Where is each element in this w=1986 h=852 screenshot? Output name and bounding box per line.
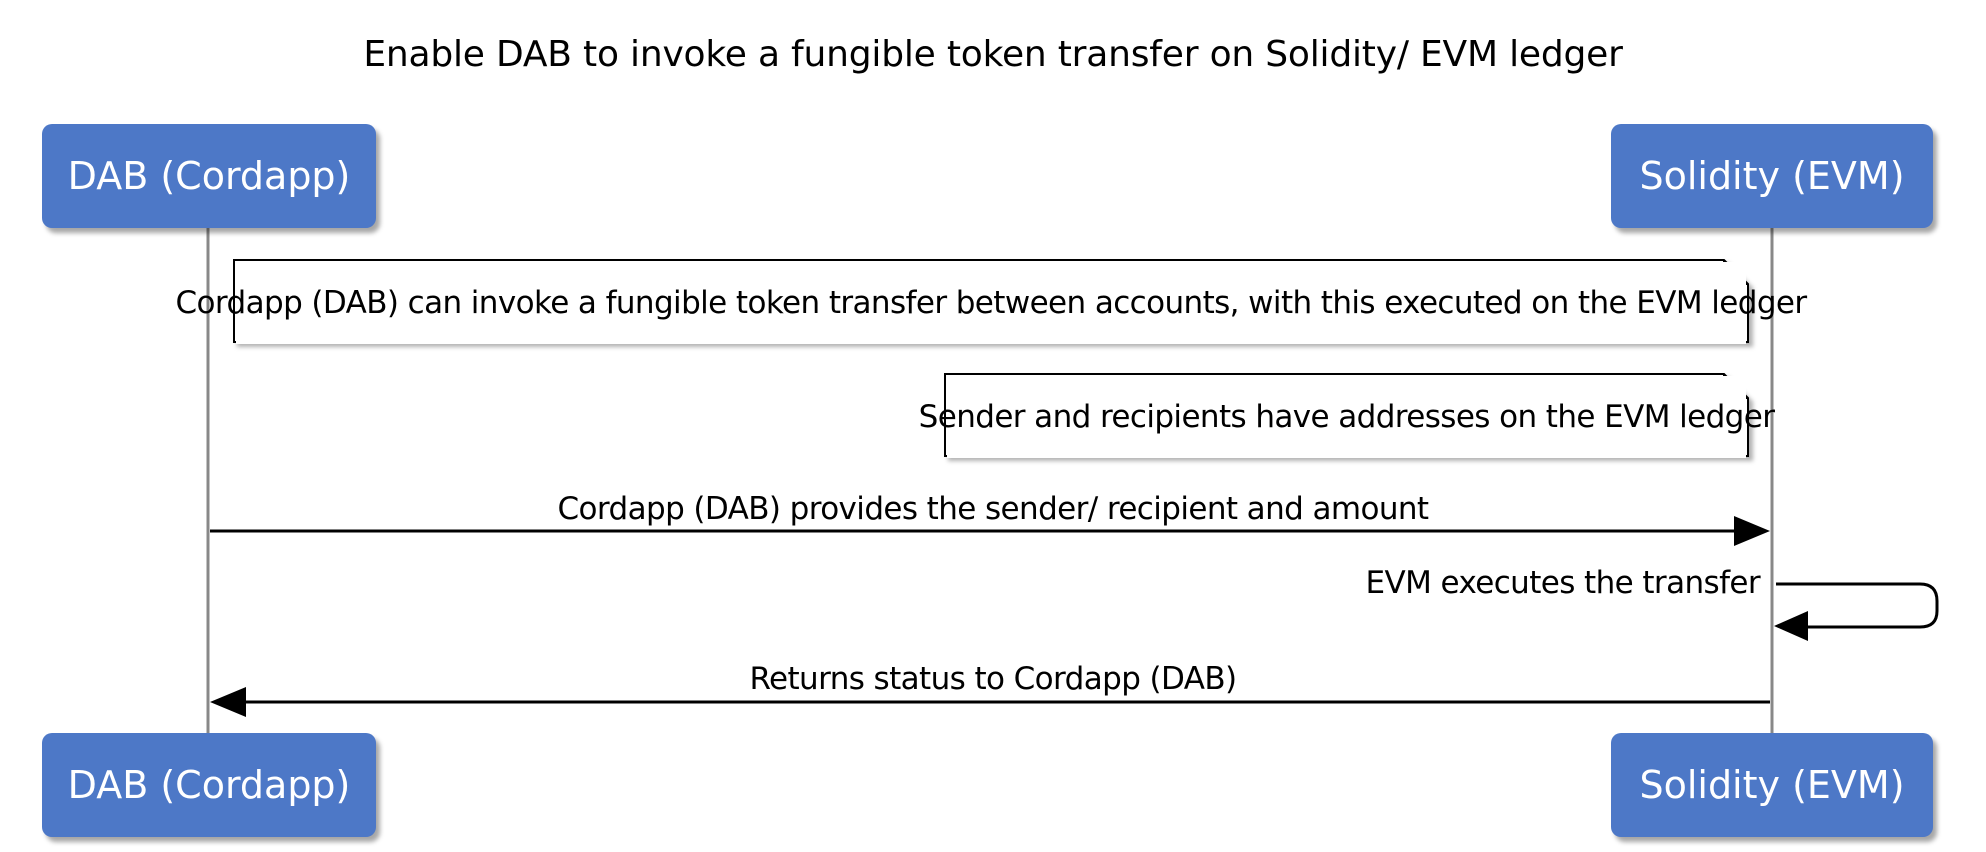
note-1-text: Cordapp (DAB) can invoke a fungible toke… [176, 262, 1807, 344]
participant-dab-bottom: DAB (Cordapp) [42, 733, 376, 837]
participant-evm-bottom: Solidity (EVM) [1611, 733, 1933, 837]
message-2-arrowhead [1774, 611, 1808, 641]
message-2-label: EVM executes the transfer [1365, 565, 1761, 601]
participant-dab-top: DAB (Cordapp) [42, 124, 376, 228]
note-2-text: Sender and recipients have addresses on … [919, 376, 1775, 458]
participant-evm-top: Solidity (EVM) [1611, 124, 1933, 228]
message-1-label: Cordapp (DAB) provides the sender/ recip… [557, 491, 1430, 527]
diagram-title: Enable DAB to invoke a fungible token tr… [363, 34, 1623, 75]
message-2-self-loop [1776, 582, 1939, 629]
message-3-label: Returns status to Cordapp (DAB) [749, 661, 1237, 697]
message-1-arrowhead [1734, 516, 1770, 546]
message-3-arrowhead [210, 687, 246, 717]
